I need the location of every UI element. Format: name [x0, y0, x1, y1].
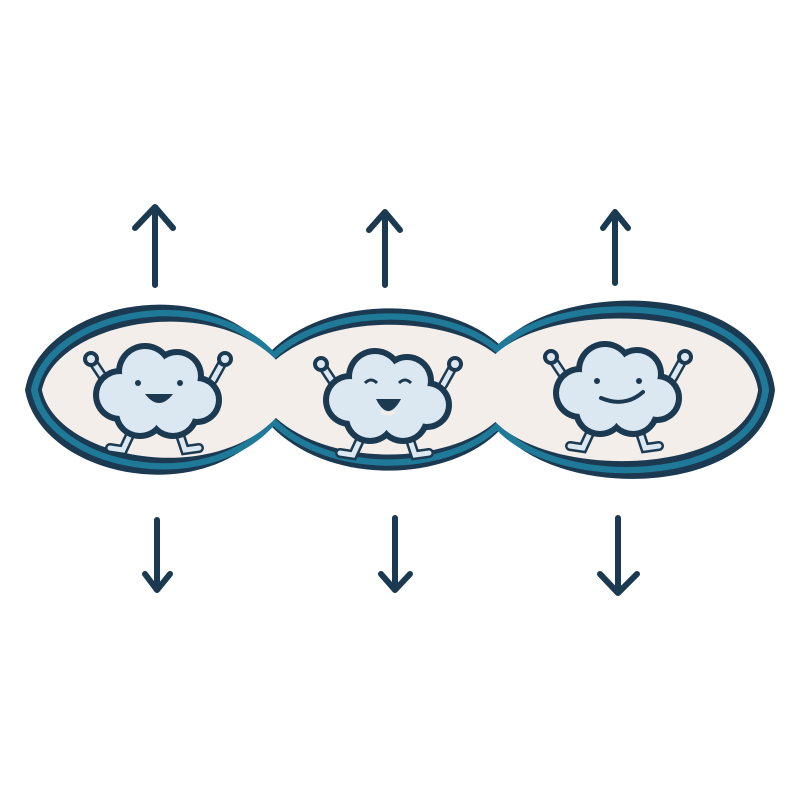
arrow-down-icon — [378, 515, 413, 593]
arrow-up-icon — [600, 209, 631, 286]
arrow-down-icon — [597, 515, 640, 596]
arrow-up-icon — [132, 204, 176, 288]
capsule-accent-ring — [30, 306, 770, 474]
arrow-down-icon — [142, 517, 173, 593]
arrow-up-icon — [366, 209, 403, 288]
cloud-character-3 — [545, 341, 691, 448]
cloud-character-1 — [85, 343, 231, 450]
cloud-character-2 — [315, 348, 461, 455]
